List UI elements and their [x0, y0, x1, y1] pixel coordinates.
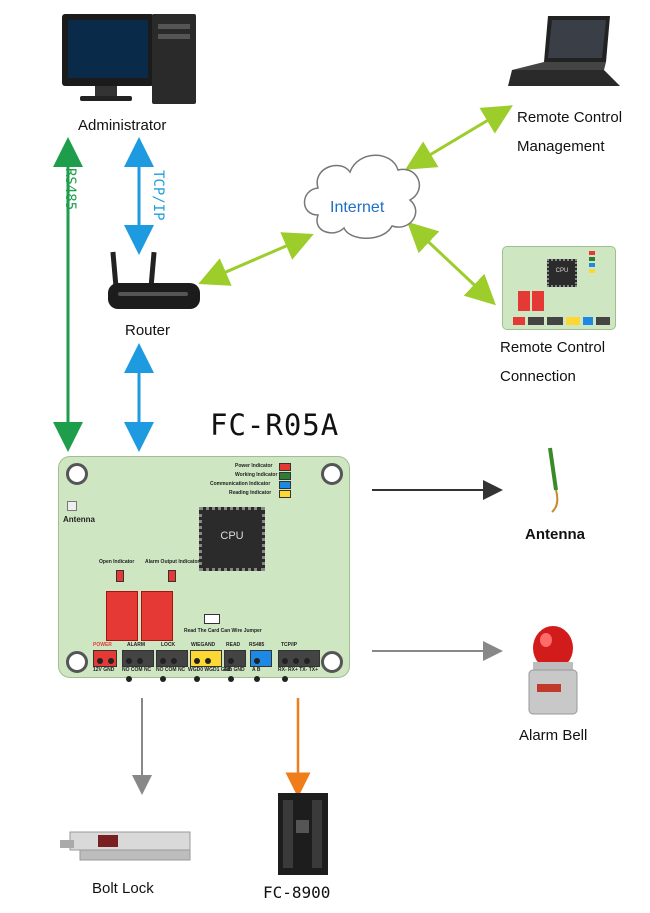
router-icon: [108, 251, 200, 309]
bolt-lock-icon: [60, 831, 191, 861]
mount-hole: [66, 651, 88, 673]
relay-alarm: [141, 591, 173, 641]
mini-led: [589, 263, 595, 267]
diagram-title: FC-R05A: [210, 408, 340, 442]
mini-relay: [518, 291, 530, 311]
internet-remote-conn-arrow: [407, 221, 496, 306]
terminal-label-tcpip: TCP/IP: [281, 642, 298, 648]
alarm-output-led: [168, 570, 176, 582]
cpu-label: CPU: [220, 530, 244, 542]
mini-cpu-label: CPU: [555, 268, 569, 274]
reading-indicator-label: Reading Indicator: [229, 490, 272, 496]
terminal-lock: [156, 650, 188, 682]
router-label: Router: [125, 322, 171, 339]
alarm-bell-icon: [528, 626, 578, 715]
cpu-chip: CPU: [199, 507, 265, 571]
tcpip-label: TCP/IP: [150, 170, 166, 221]
mini-terminal: [596, 317, 610, 325]
mount-hole: [66, 463, 88, 485]
router-internet-arrow: [198, 232, 314, 286]
terminal-label-wiegand: WIEGAND: [191, 642, 216, 648]
jumper-icon: [204, 614, 220, 624]
mini-terminal: [528, 317, 544, 325]
mount-hole: [321, 463, 343, 485]
reading-led: [279, 490, 291, 498]
pins-read: Eth GND: [224, 667, 245, 673]
rs485-label: RS485: [62, 168, 78, 211]
antenna-device-icon: [548, 447, 559, 513]
remote-conn-label-line1: Remote Control: [500, 339, 606, 356]
fc8900-board-icon: [278, 793, 328, 875]
internet-cloud-icon: [303, 154, 421, 239]
working-indicator-label: Working Indicator: [235, 472, 278, 478]
mini-led: [589, 269, 595, 273]
mini-terminal: [583, 317, 593, 325]
remote-conn-label-line2: Connection: [500, 368, 576, 385]
terminal-label-rs485: RS485: [249, 642, 265, 648]
terminal-label-alarm: ALARM: [127, 642, 146, 648]
remote-control-board-icon: CPU: [502, 246, 616, 330]
terminal-label-read: READ: [226, 642, 241, 648]
pins-tcpip: RX- RX+ TX- TX+: [278, 667, 319, 673]
mini-led: [589, 251, 595, 255]
terminal-tcpip: [278, 650, 320, 682]
mini-terminal: [566, 317, 580, 325]
working-led: [279, 472, 291, 480]
mini-terminal: [513, 317, 525, 325]
antenna-label: Antenna: [525, 526, 585, 543]
pins-alarm: NO COM NC: [122, 667, 152, 673]
relay-open: [106, 591, 138, 641]
power-indicator-label: Power Indicator: [235, 463, 273, 469]
open-led: [116, 570, 124, 582]
alarm-bell-label: Alarm Bell: [519, 727, 588, 744]
laptop-icon: [508, 16, 620, 86]
mini-relay: [532, 291, 544, 311]
alarm-output-indicator-label: Alarm Output Indicator: [145, 559, 200, 565]
communication-indicator-label: Communication Indicator: [210, 481, 271, 487]
administrator-computer-icon: [62, 14, 196, 104]
internet-remote-mgmt-arrow: [405, 105, 513, 170]
antenna-connector-icon: [67, 501, 77, 511]
pins-power: 12V GND: [93, 667, 115, 673]
open-indicator-label: Open Indicator: [99, 559, 135, 565]
mount-hole: [321, 651, 343, 673]
pins-rs485: A B: [252, 667, 261, 673]
mini-led: [589, 257, 595, 261]
terminal-label-power: POWER: [93, 642, 112, 648]
remote-mgmt-label-line1: Remote Control: [517, 109, 623, 126]
terminal-alarm: [122, 650, 154, 682]
fc-r05a-board: Antenna Power Indicator Working Indicato…: [58, 456, 350, 682]
remote-mgmt-label-line2: Management: [517, 138, 605, 155]
fc8900-label: FC-8900: [263, 883, 331, 902]
jumper-label: Read The Card Can Wire Jumper: [184, 628, 262, 634]
power-led: [279, 463, 291, 471]
mini-cpu-chip: CPU: [547, 259, 577, 287]
mini-terminal: [547, 317, 563, 325]
terminal-rs485: [250, 650, 272, 682]
communication-led: [279, 481, 291, 489]
pins-wiegand: WGD0 WGD1 GND: [188, 667, 232, 673]
pins-lock: NO COM NC: [156, 667, 186, 673]
internet-label: Internet: [330, 199, 385, 216]
board-antenna-label: Antenna: [63, 515, 95, 524]
terminal-read: [224, 650, 246, 682]
bolt-lock-label: Bolt Lock: [92, 880, 154, 897]
terminal-label-lock: LOCK: [161, 642, 176, 648]
terminal-wiegand: [190, 650, 222, 682]
administrator-label: Administrator: [78, 117, 167, 134]
terminal-power: [93, 650, 117, 667]
